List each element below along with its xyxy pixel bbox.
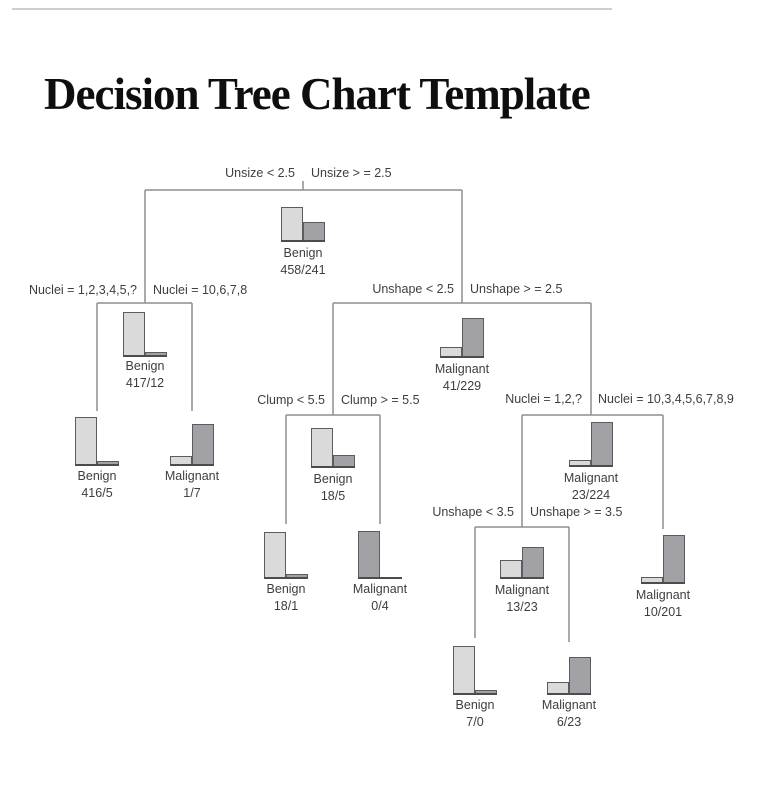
split-label-unshape25-right: Unshape > = 2.5 (470, 282, 563, 296)
node-chart-malignant-41 (440, 308, 484, 358)
node-class: Malignant (352, 582, 408, 596)
leaf-chart-benign-7-0 (453, 645, 497, 695)
node-counts: 10/201 (643, 604, 683, 619)
split-label-clump-right: Clump > = 5.5 (341, 393, 420, 407)
node-counts: 458/241 (280, 262, 326, 277)
node-chart-malignant-13 (500, 529, 544, 579)
node-label-malignant-6-23: Malignant 6/23 (514, 697, 624, 730)
benign-bar (281, 207, 303, 240)
node-label-malignant-41: Malignant 41/229 (407, 361, 517, 394)
benign-bar (641, 577, 663, 582)
leaf-chart-malignant-0-4 (358, 529, 402, 579)
node-counts: 18/5 (320, 488, 346, 503)
node-counts: 23/224 (571, 487, 611, 502)
leaf-chart-malignant-6-23 (547, 645, 591, 695)
node-counts: 7/0 (466, 714, 484, 729)
malignant-bar (663, 535, 685, 582)
malignant-bar (303, 222, 325, 240)
malignant-bar (97, 461, 119, 464)
node-label-malignant-0-4: Malignant 0/4 (325, 581, 435, 614)
node-label-malignant-1-7: Malignant 1/7 (137, 468, 247, 501)
malignant-bar (358, 531, 380, 577)
node-counts: 0/4 (371, 598, 389, 613)
node-label-benign-18-5: Benign 18/5 (278, 471, 388, 504)
node-label-malignant-23: Malignant 23/224 (536, 470, 646, 503)
split-label-unshape35-left: Unshape < 3.5 (432, 505, 514, 519)
node-label-benign-18-1: Benign 18/1 (231, 581, 341, 614)
node-class: Benign (283, 246, 323, 260)
benign-bar (311, 428, 333, 466)
node-class: Benign (313, 472, 353, 486)
node-counts: 41/229 (442, 378, 482, 393)
split-label-nuclei-right-1: Nuclei = 10,6,7,8 (153, 283, 248, 297)
benign-bar (264, 532, 286, 577)
node-counts: 13/23 (506, 599, 538, 614)
page-top-border (12, 8, 612, 10)
split-label-unshape25-left: Unshape < 2.5 (372, 282, 454, 296)
node-class: Benign (77, 469, 117, 483)
split-label-unsize-left: Unsize < 2.5 (225, 166, 295, 180)
benign-bar (569, 460, 591, 465)
node-label-benign-416: Benign 416/5 (42, 468, 152, 501)
leaf-chart-malignant-1-7 (170, 416, 214, 466)
malignant-bar (192, 424, 214, 464)
benign-bar (500, 560, 522, 577)
leaf-chart-benign-18-1 (264, 529, 308, 579)
node-chart-benign-18-5 (311, 418, 355, 468)
node-label-benign-7-0: Benign 7/0 (420, 697, 530, 730)
node-class: Malignant (164, 469, 220, 483)
node-chart-root (281, 192, 325, 242)
node-label-malignant-10: Malignant 10/201 (608, 587, 718, 620)
benign-bar (123, 312, 145, 355)
benign-bar (170, 456, 192, 464)
node-label-malignant-13: Malignant 13/23 (467, 582, 577, 615)
malignant-bar (475, 690, 497, 693)
leaf-chart-benign-416 (75, 416, 119, 466)
split-label-unsize-right: Unsize > = 2.5 (311, 166, 392, 180)
node-chart-benign-417 (123, 307, 167, 357)
malignant-bar (286, 574, 308, 577)
leaf-chart-malignant-10 (641, 534, 685, 584)
benign-bar (440, 347, 462, 356)
node-class: Malignant (541, 698, 597, 712)
node-counts: 417/12 (125, 375, 165, 390)
split-label-nuclei-left-2: Nuclei = 1,2,? (505, 392, 582, 406)
malignant-bar (522, 547, 544, 577)
node-counts: 1/7 (183, 485, 201, 500)
node-class: Benign (266, 582, 306, 596)
node-class: Malignant (434, 362, 490, 376)
node-class: Malignant (563, 471, 619, 485)
node-counts: 416/5 (81, 485, 113, 500)
benign-bar (547, 682, 569, 693)
node-counts: 6/23 (556, 714, 582, 729)
node-class: Benign (125, 359, 165, 373)
split-label-clump-left: Clump < 5.5 (257, 393, 325, 407)
benign-bar (75, 417, 97, 464)
malignant-bar (591, 422, 613, 465)
split-label-nuclei-left-1: Nuclei = 1,2,3,4,5,? (28, 283, 137, 297)
malignant-bar (145, 352, 167, 355)
node-label-benign-417: Benign 417/12 (90, 358, 200, 391)
node-label-root: Benign 458/241 (248, 245, 358, 278)
malignant-bar (569, 657, 591, 693)
split-label-unshape35-right: Unshape > = 3.5 (530, 505, 623, 519)
node-class: Malignant (494, 583, 550, 597)
malignant-bar (333, 455, 355, 466)
node-chart-malignant-23 (569, 417, 613, 467)
node-counts: 18/1 (273, 598, 299, 613)
page-title: Decision Tree Chart Template (44, 69, 591, 120)
malignant-bar (462, 318, 484, 356)
node-class: Malignant (635, 588, 691, 602)
split-label-nuclei-right-2: Nuclei = 10,3,4,5,6,7,8,9 (598, 392, 734, 406)
node-class: Benign (455, 698, 495, 712)
benign-bar (453, 646, 475, 693)
